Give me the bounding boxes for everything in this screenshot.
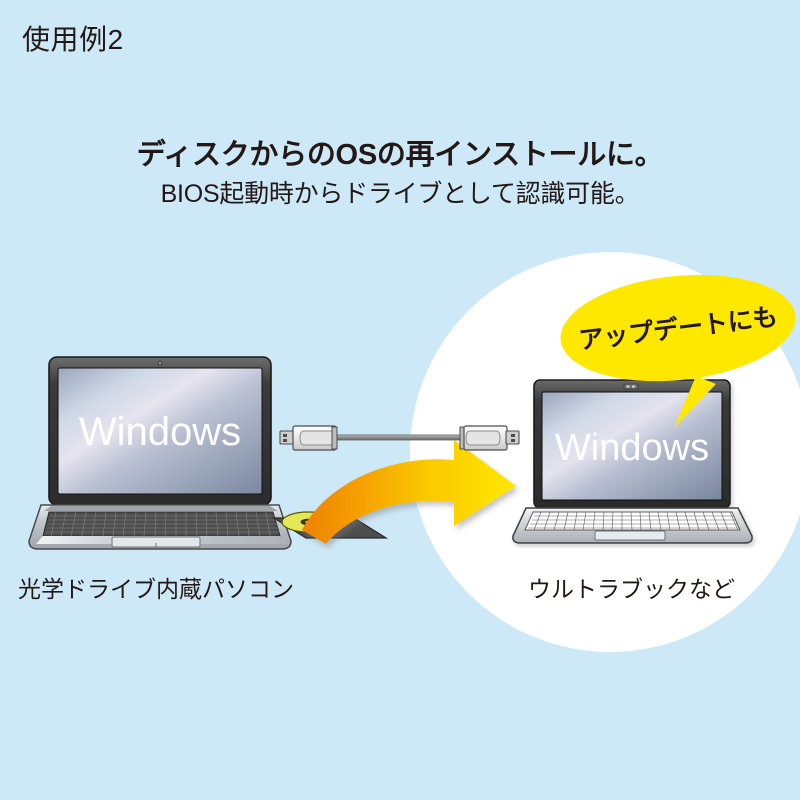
arrow-body [302,440,516,544]
usb-connector-left [279,425,338,451]
usb-cable [279,425,520,451]
laptop-left-lid [48,356,272,506]
caption-left-laptop: 光学ドライブ内蔵パソコン [18,576,294,602]
speech-bubble: アップデートにも [556,272,800,432]
laptop-left-base [28,504,292,550]
laptop-right-screen-text: Windows [555,427,709,469]
usb-connector-right [459,425,520,451]
headline-sub: BIOS起動時からドライブとして認識可能。 [160,180,640,208]
headline-main: ディスクからのOSの再インストールに。 [136,139,664,171]
laptop-left-trackpad[interactable] [111,536,201,548]
laptop-right-base [512,507,753,544]
data-transfer-arrow [302,440,516,544]
usecase-label: 使用例2 [22,24,124,55]
laptop-right-trackpad[interactable] [594,530,666,541]
caption-right-laptop: ウルトラブックなど [528,576,735,602]
laptop-left-keyboard [42,511,281,537]
usb-cord [335,434,463,441]
laptop-left-screen-text: Windows [79,410,241,454]
laptop-right-keyboard [524,511,741,531]
speech-bubble-shape [560,274,796,428]
webcam-icon [157,360,163,366]
webcam-icon [623,383,639,390]
laptop-with-optical-drive: Windows [28,356,292,550]
